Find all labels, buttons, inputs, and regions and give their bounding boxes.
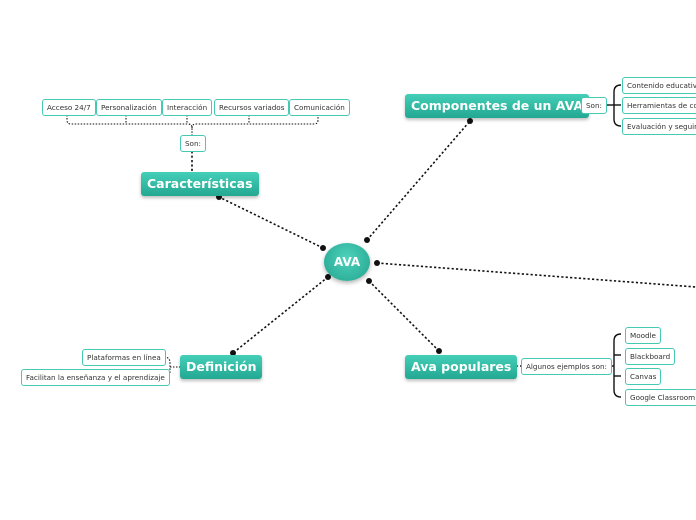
topic-caracteristicas[interactable]: Características: [141, 172, 259, 196]
connector-label-son[interactable]: Son:: [180, 135, 206, 152]
topic-definicion[interactable]: Definición: [180, 355, 263, 379]
connector-root-offscreen: [376, 262, 696, 288]
connector-label-son[interactable]: Son:: [581, 97, 607, 114]
root-node[interactable]: AVA: [324, 243, 370, 281]
leaf-plataformas[interactable]: Plataformas en línea: [82, 349, 166, 366]
connector-root-populares: [368, 280, 440, 352]
leaf-facilitan[interactable]: Facilitan la enseñanza y el aprendizaje: [21, 369, 170, 386]
leaf-interaccion[interactable]: Interacción: [162, 99, 213, 116]
leaf-contenido-educativo[interactable]: Contenido educativo: [622, 77, 696, 94]
endpoint-dot: [230, 350, 236, 356]
leaf-blackboard[interactable]: Blackboard: [625, 348, 676, 365]
leaf-recursos[interactable]: Recursos variados: [214, 99, 290, 116]
connector-root-definicion: [232, 276, 329, 354]
topic-componentes[interactable]: Componentes de un AVA: [405, 94, 590, 118]
leaf-canvas[interactable]: Canvas: [625, 368, 662, 385]
connector-label-ejemplos[interactable]: Algunos ejemplos son:: [521, 358, 612, 375]
topic-ava-populares[interactable]: Ava populares: [405, 355, 518, 379]
leaf-moodle[interactable]: Moodle: [625, 327, 661, 344]
leaf-acceso[interactable]: Acceso 24/7: [42, 99, 96, 116]
leaf-evaluacion[interactable]: Evaluación y seguimiento: [622, 118, 696, 135]
endpoint-dot: [467, 118, 473, 124]
connector-root-caracteristicas: [218, 196, 324, 249]
connector-root-componentes: [366, 120, 471, 241]
leaf-personalizacion[interactable]: Personalización: [96, 99, 162, 116]
endpoint-dot: [366, 278, 372, 284]
endpoint-dot: [320, 245, 326, 251]
endpoint-dot: [325, 274, 331, 280]
endpoint-dot: [364, 237, 370, 243]
leaf-comunicacion[interactable]: Comunicación: [289, 99, 350, 116]
endpoint-dot: [436, 348, 442, 354]
leaf-google-classroom[interactable]: Google Classroom: [625, 389, 696, 406]
endpoint-dot: [374, 260, 380, 266]
leaf-herramientas[interactable]: Herramientas de comunicación: [622, 97, 696, 114]
